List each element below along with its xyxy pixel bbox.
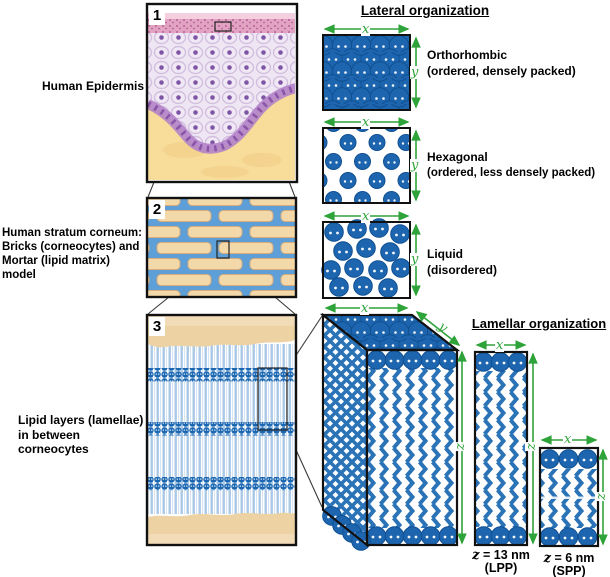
spp-size-label: z = 6 nm (543, 551, 595, 566)
spp-column (538, 446, 600, 548)
epidermis-illustration (145, 2, 299, 184)
panel-2-label-line3: Mortar (lipid matrix) model (2, 255, 110, 282)
liquid-square (321, 218, 411, 299)
panel-2-number: 2 (149, 200, 165, 219)
liquid-desc: (disordered) (427, 263, 498, 277)
z-axis-label: z (523, 442, 539, 451)
lamellar-3d-box (319, 312, 461, 551)
orthorhombic-square (322, 34, 411, 111)
hexagonal-square (322, 127, 411, 204)
panel-1-number: 1 (149, 6, 165, 25)
lpp-column (473, 350, 529, 547)
x-axis-label: x (563, 432, 573, 447)
lpp-size-label: z = 13 nm (472, 548, 530, 563)
panel-3-number: 3 (149, 317, 165, 336)
hexagonal-label: Hexagonal (427, 150, 488, 164)
x-axis-label: x (360, 301, 370, 316)
panel-3-label-line1: Lipid layers (lamellae) (18, 413, 144, 427)
z-axis-label: z (593, 492, 609, 501)
y-axis-label: y (410, 65, 420, 80)
orthorhombic-desc: (ordered, densely packed) (427, 64, 576, 78)
x-axis-label: x (361, 115, 371, 130)
spp-z-var: z (543, 551, 551, 566)
inspection-box-3 (257, 367, 288, 431)
x-axis-label: x (361, 22, 371, 37)
x-axis-label: x (361, 209, 371, 224)
brick-mortar-illustration (145, 196, 298, 299)
liquid-label: Liquid (427, 247, 463, 261)
y-axis-label: y (410, 158, 420, 173)
lamellar-organization-heading: Lamellar organization (471, 316, 607, 331)
orthorhombic-label: Orthorhombic (427, 48, 507, 62)
hexagonal-desc: (ordered, less densely packed) (427, 167, 596, 179)
lpp-abbr-label: (LPP) (484, 561, 518, 575)
lpp-z-var: z (472, 548, 480, 563)
x-axis-label: x (495, 338, 505, 353)
panel-1-label: Human Epidermis (41, 79, 144, 93)
inspection-box-2 (216, 240, 230, 259)
panel-2-label-line2: Bricks (corneocytes) and (2, 241, 140, 254)
y-axis-arrow (415, 311, 461, 346)
inspection-box-1 (214, 21, 232, 32)
panel-3-label-line2: in between corneocytes (18, 427, 89, 457)
lamellae-illustration (145, 313, 298, 547)
z-axis-label: z (452, 442, 468, 451)
spp-abbr-label: (SPP) (552, 564, 586, 577)
panel-2-label-line1: Human stratum corneum: (2, 227, 142, 239)
lateral-organization-heading: Lateral organization (360, 3, 490, 18)
y-axis-label: y (410, 252, 420, 267)
